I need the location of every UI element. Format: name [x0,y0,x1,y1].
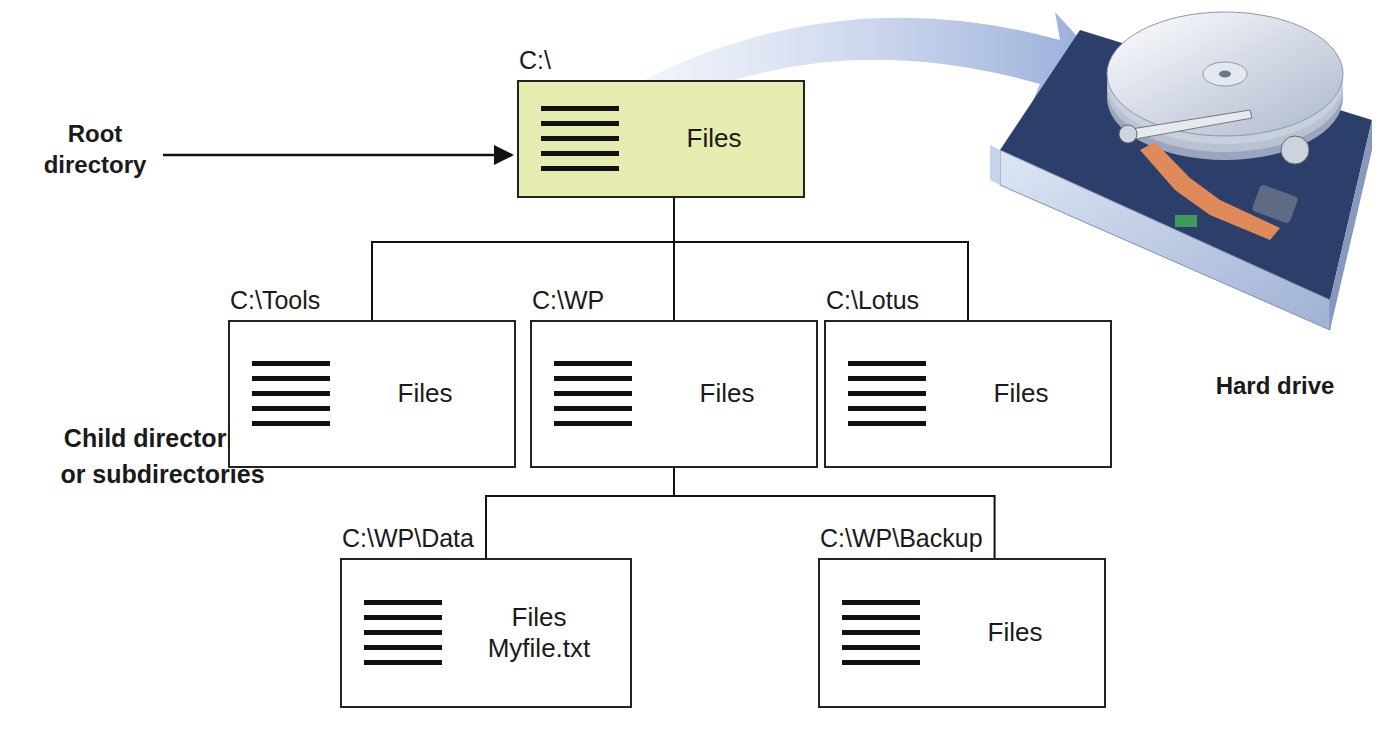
file-bar [554,406,632,411]
file-bar [848,361,926,366]
file-bar [541,151,619,156]
file-bar [541,136,619,141]
file-bar [364,660,442,665]
file-list-icon [848,361,928,427]
file-bar [848,391,926,396]
tree-connector [372,198,674,320]
file-list-text: Files Myfile.txt [464,602,614,664]
tree-connector [674,468,995,558]
file-bar [842,600,920,605]
file-list-icon [364,600,444,666]
directory-path: C:\WP\Data [342,524,474,553]
file-bar [554,361,632,366]
directory-box: C:\LotusFiles [824,320,1112,468]
file-bar [842,660,920,665]
file-list-text: Files [652,378,802,409]
directory-box: C:\ToolsFiles [228,320,516,468]
directory-path: C:\Tools [230,286,320,315]
file-bar [364,600,442,605]
file-bar [252,391,330,396]
file-bar [842,615,920,620]
file-bar [842,630,920,635]
file-bar [848,421,926,426]
device-label: Hard drive [1190,370,1360,401]
tree-connector [486,468,674,558]
file-list-icon [842,600,922,666]
directory-path: C:\Lotus [826,286,919,315]
file-bar [554,376,632,381]
file-bar [848,406,926,411]
file-list-icon [554,361,634,427]
file-list-icon [252,361,332,427]
file-bar [541,121,619,126]
directory-box: C:\Files [517,80,805,198]
directory-path: C:\ [519,46,551,75]
file-list-text: Files [940,617,1090,648]
subdirectory-band: Child directories or subdirectoriesC:\To… [8,248,1160,733]
file-bar [364,645,442,650]
file-bar [554,391,632,396]
file-list-icon [541,106,621,172]
file-bar [364,630,442,635]
directory-box: C:\WP\DataFiles Myfile.txt [340,558,632,708]
tree-connector [674,198,968,320]
file-bar [842,645,920,650]
file-list-text: Files [639,123,789,154]
file-bar [364,615,442,620]
directory-box: C:\WPFiles [530,320,818,468]
file-bar [252,421,330,426]
file-bar [252,376,330,381]
file-bar [541,106,619,111]
file-bar [541,166,619,171]
directory-box: C:\WP\BackupFiles [818,558,1106,708]
leader-arrow [163,154,512,157]
directory-path: C:\WP\Backup [820,524,983,553]
file-bar [554,421,632,426]
file-bar [252,361,330,366]
file-list-text: Files [946,378,1096,409]
file-list-text: Files [350,378,500,409]
hard-drive-illustration [990,12,1372,330]
file-bar [252,406,330,411]
pointer-label: Root directory [35,118,155,180]
directory-path: C:\WP [532,286,604,315]
file-bar [848,376,926,381]
